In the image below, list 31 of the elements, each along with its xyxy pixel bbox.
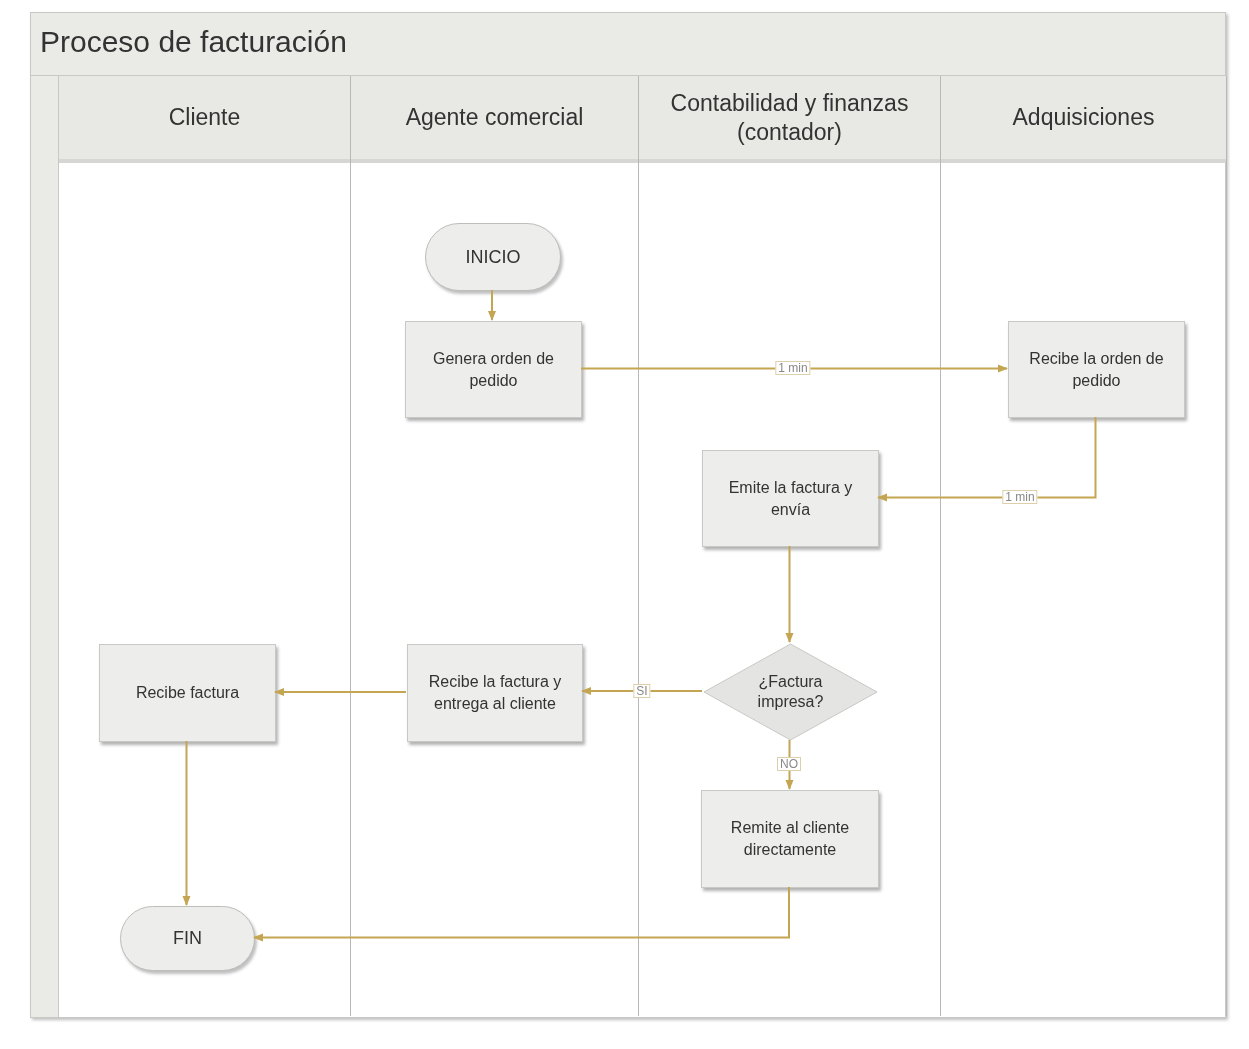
terminal-pill: INICIO (425, 223, 561, 291)
process-box: Recibe la orden de pedido (1008, 321, 1185, 418)
lane-title: Agente comercial (404, 103, 585, 132)
process-box: Recibe la factura y entrega al cliente (407, 644, 583, 742)
arrow (785, 545, 794, 643)
arrow (182, 740, 191, 906)
lane-title: Adquisiciones (1011, 103, 1156, 132)
swimlane (59, 76, 351, 1016)
process-box: Recibe factura (99, 644, 276, 742)
arrow (488, 289, 496, 321)
pool (30, 12, 1226, 1018)
edge-label: 1 min (1002, 490, 1038, 504)
arrow (581, 687, 703, 695)
process-box: Genera orden de pedido (405, 321, 582, 418)
swimlane (941, 76, 1227, 1016)
swimlane (351, 76, 639, 1016)
terminal-pill: FIN (120, 906, 255, 971)
process-box: Remite al cliente directamente (701, 790, 879, 888)
arrow (274, 688, 407, 696)
arrow (877, 416, 1097, 502)
swimlane (639, 76, 941, 1016)
pool-title: Proceso de facturación (40, 24, 347, 60)
lane-title: Contabilidad y finanzas (contador) (669, 88, 910, 147)
edge-label: 1 min (775, 361, 811, 375)
edge-label: SI (633, 684, 651, 698)
arrow (253, 886, 790, 942)
process-box: Emite la factura y envía (702, 450, 879, 547)
arrow (580, 364, 1008, 373)
lane-title: Cliente (167, 103, 242, 132)
edge-label: NO (777, 757, 801, 771)
decision-diamond: ¿Factura impresa? (703, 643, 878, 741)
